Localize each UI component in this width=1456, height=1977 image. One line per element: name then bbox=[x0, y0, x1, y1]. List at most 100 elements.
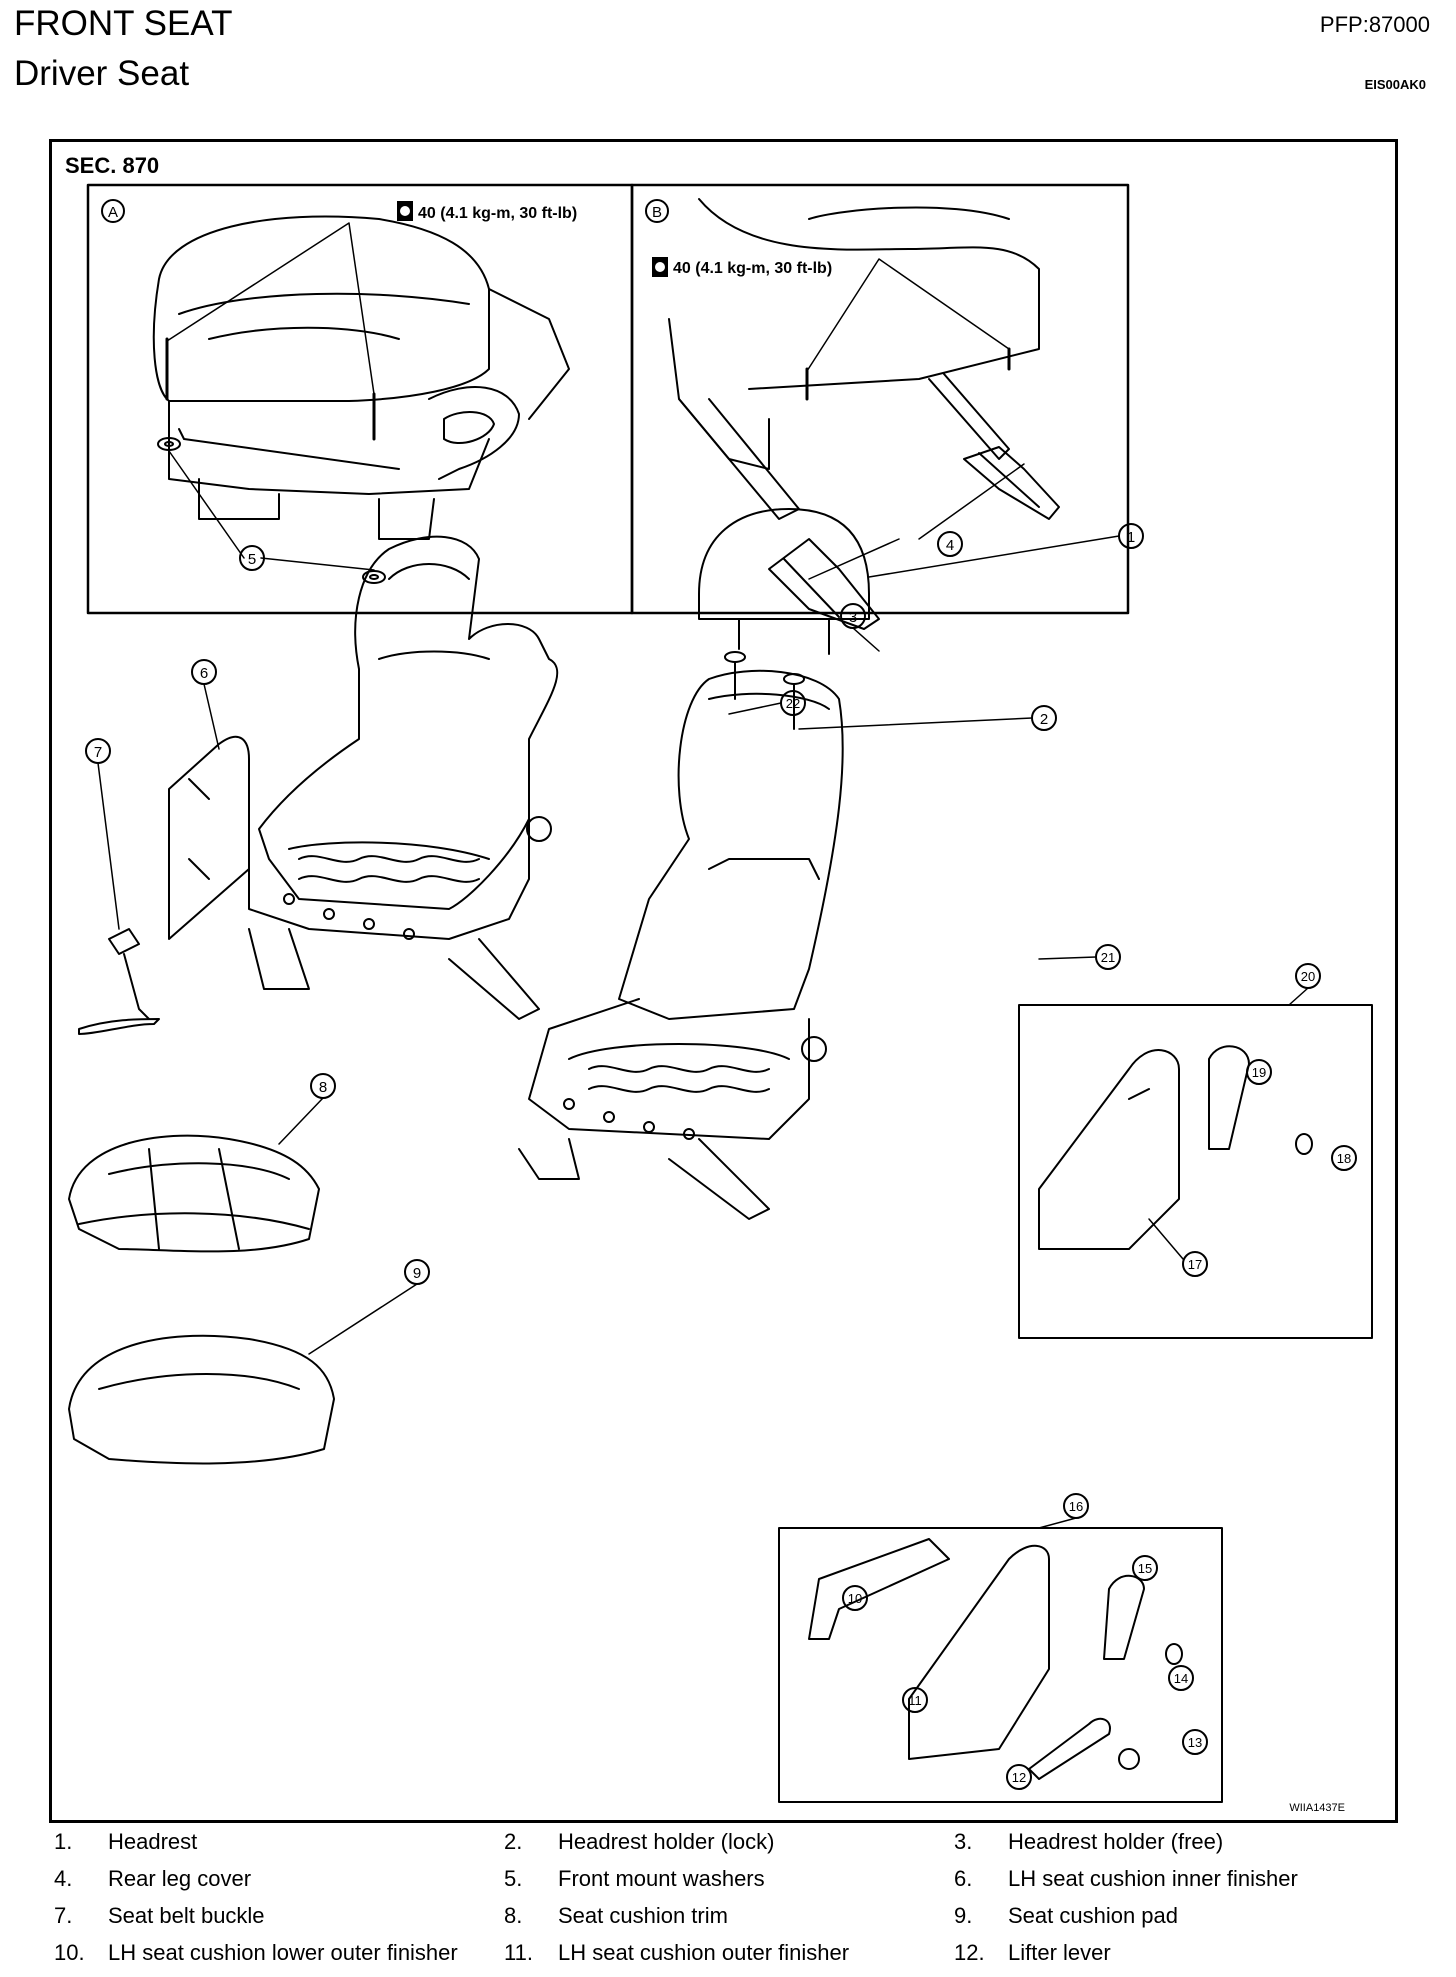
callout-5: 5 bbox=[239, 545, 265, 571]
callout-7: 7 bbox=[85, 738, 120, 930]
svg-text:14: 14 bbox=[1174, 1671, 1188, 1686]
legend-item-number: 12. bbox=[954, 1940, 985, 1965]
callout-15: 15 bbox=[1132, 1555, 1158, 1581]
seat-assembly-21 bbox=[518, 669, 844, 1220]
svg-text:10: 10 bbox=[848, 1591, 862, 1606]
diagram-frame bbox=[49, 139, 1398, 1823]
legend-item-number: 7. bbox=[54, 1903, 73, 1928]
legend-item-label: Headrest holder (free) bbox=[1008, 1829, 1224, 1854]
svg-text:13: 13 bbox=[1188, 1735, 1202, 1750]
legend-item-number: 4. bbox=[54, 1866, 73, 1891]
svg-text:40 (4.1 kg-m, 30 ft-lb): 40 (4.1 kg-m, 30 ft-lb) bbox=[418, 205, 577, 222]
legend-item-label: Seat cushion trim bbox=[558, 1903, 728, 1928]
callout-21: 21 bbox=[1038, 944, 1121, 970]
svg-text:7: 7 bbox=[94, 744, 102, 761]
legend-row: 10. LH seat cushion lower outer finisher 1… bbox=[54, 1940, 1414, 1977]
svg-text:2: 2 bbox=[1040, 711, 1048, 728]
svg-text:8: 8 bbox=[319, 1079, 327, 1096]
outer-finisher-11-drawing bbox=[808, 1538, 1183, 1780]
svg-text:17: 17 bbox=[1188, 1257, 1202, 1272]
svg-text:12: 12 bbox=[1012, 1770, 1026, 1785]
legend-item-number: 6. bbox=[954, 1866, 973, 1891]
page-subtitle: Driver Seat bbox=[14, 54, 190, 93]
legend-item-number: 5. bbox=[504, 1866, 523, 1891]
callout-16: 16 bbox=[1038, 1493, 1089, 1529]
svg-text:5: 5 bbox=[248, 551, 256, 568]
legend-item-number: 10. bbox=[54, 1940, 85, 1965]
callout-11: 11 bbox=[902, 1687, 928, 1713]
legend-row: 1. Headrest 2. Headrest holder (lock) 3. Head… bbox=[54, 1829, 1414, 1866]
callout-13: 13 bbox=[1182, 1729, 1208, 1755]
svg-text:11: 11 bbox=[908, 1693, 922, 1708]
legend-item-label: Seat cushion pad bbox=[1008, 1903, 1179, 1928]
svg-text:1: 1 bbox=[1127, 529, 1135, 546]
callout-6: 6 bbox=[191, 659, 220, 750]
torque-spec-a: 40 (4.1 kg-m, 30 ft-lb) bbox=[397, 201, 577, 222]
svg-text:3: 3 bbox=[849, 609, 857, 626]
outer-finisher-17-drawing bbox=[1038, 1045, 1313, 1250]
torque-spec-b: 40 (4.1 kg-m, 30 ft-lb) bbox=[652, 257, 832, 277]
legend-item-number: 2. bbox=[504, 1829, 523, 1854]
legend-item-label: Seat belt buckle bbox=[108, 1903, 265, 1928]
callout-17: 17 bbox=[1148, 1218, 1208, 1277]
legend-item-label: LH seat cushion lower outer finisher bbox=[108, 1940, 458, 1965]
legend-item-label: Rear leg cover bbox=[108, 1866, 252, 1891]
headrest-drawing bbox=[698, 508, 870, 655]
callout-3: 3 bbox=[840, 603, 880, 652]
callout-2: 2 bbox=[798, 705, 1057, 731]
inset-b-seat-drawing bbox=[668, 198, 1060, 630]
inset-b-letter: B bbox=[645, 199, 669, 223]
legend-item-number: 9. bbox=[954, 1903, 973, 1928]
svg-text:22: 22 bbox=[786, 696, 800, 711]
svg-text:19: 19 bbox=[1252, 1065, 1266, 1080]
svg-text:15: 15 bbox=[1138, 1561, 1152, 1576]
svg-text:18: 18 bbox=[1337, 1151, 1351, 1166]
svg-text:21: 21 bbox=[1101, 950, 1115, 965]
finisher-detail-box-20 bbox=[1018, 1004, 1373, 1339]
parts-legend: 1. Headrest 2. Headrest holder (lock) 3. Head… bbox=[54, 1829, 1414, 1977]
callout-10: 10 bbox=[842, 1585, 868, 1611]
seat-cushion-trim-drawing bbox=[68, 1134, 320, 1253]
callout-14: 14 bbox=[1168, 1665, 1194, 1691]
svg-text:9: 9 bbox=[413, 1265, 421, 1282]
callout-22: 22 bbox=[728, 690, 806, 716]
inset-a-box bbox=[86, 183, 634, 615]
callouts: 1 2 3 4 5 6 7 8 9 10 11 12 13 14 15 16 1… bbox=[85, 523, 1357, 1790]
svg-text:B: B bbox=[652, 204, 662, 221]
legend-item-label: LH seat cushion outer finisher bbox=[558, 1940, 850, 1965]
inset-a-letter: A bbox=[101, 199, 125, 223]
seat-belt-buckle-drawing bbox=[78, 928, 160, 1035]
callout-1: 1 bbox=[868, 523, 1144, 578]
callout-8: 8 bbox=[278, 1073, 336, 1145]
legend-item-label: Headrest bbox=[108, 1829, 198, 1854]
legend-item-label: Headrest holder (lock) bbox=[558, 1829, 775, 1854]
svg-text:4: 4 bbox=[946, 537, 954, 554]
callout-18: 18 bbox=[1331, 1145, 1357, 1171]
inset-a-seat-drawing bbox=[152, 215, 570, 584]
legend-item-label: Front mount washers bbox=[558, 1866, 765, 1891]
callout-9: 9 bbox=[308, 1259, 430, 1355]
callout-19: 19 bbox=[1246, 1059, 1272, 1085]
inset-b-box bbox=[630, 183, 1130, 615]
seat-cushion-pad-drawing bbox=[68, 1334, 335, 1465]
svg-text:6: 6 bbox=[200, 665, 208, 682]
legend-item-number: 3. bbox=[954, 1829, 973, 1854]
exploded-seat-diagram: SEC. 870 A B 40 (4.1 kg-m, 30 ft-lb) 40 … bbox=[65, 153, 1373, 1814]
callout-12: 12 bbox=[1006, 1764, 1032, 1790]
document-code: EIS00AK0 bbox=[1364, 77, 1426, 92]
finisher-detail-box-16 bbox=[778, 1527, 1223, 1803]
svg-text:20: 20 bbox=[1301, 969, 1315, 984]
callout-4: 4 bbox=[937, 531, 963, 557]
seat-assembly-22 bbox=[248, 535, 559, 1020]
legend-item-number: 1. bbox=[54, 1829, 73, 1854]
callout-20: 20 bbox=[1288, 963, 1321, 1006]
svg-text:A: A bbox=[108, 204, 118, 221]
figure-id: WIIA1437E bbox=[1289, 1802, 1345, 1814]
svg-text:16: 16 bbox=[1069, 1499, 1083, 1514]
legend-item-number: 11. bbox=[504, 1940, 533, 1965]
svg-text:40 (4.1 kg-m, 30 ft-lb): 40 (4.1 kg-m, 30 ft-lb) bbox=[673, 260, 832, 277]
inner-finisher-drawing bbox=[168, 735, 250, 940]
part-family-code: PFP:87000 bbox=[1319, 12, 1430, 37]
